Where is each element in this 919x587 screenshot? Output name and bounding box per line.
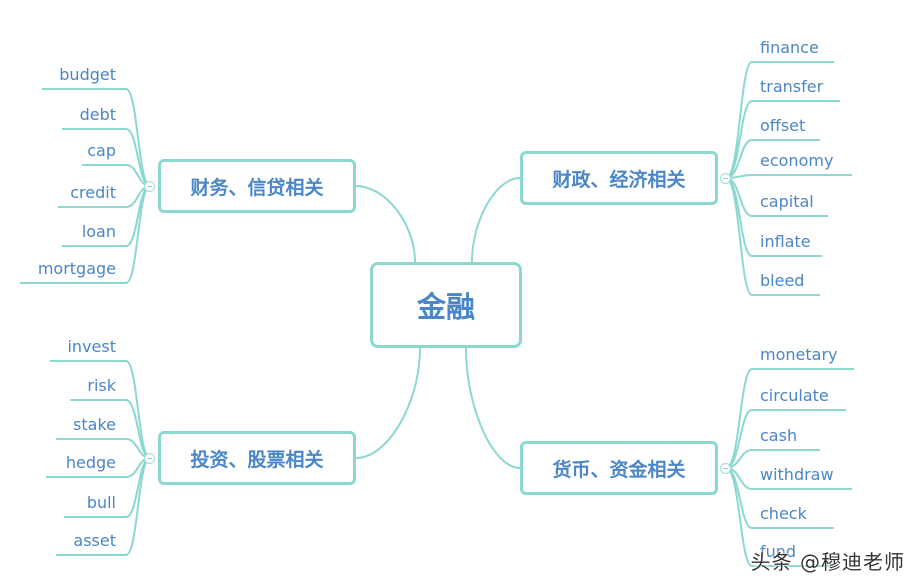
branch-connector [471,177,521,263]
leaf-topic[interactable]: cash [760,426,798,445]
leaf-topic[interactable]: budget [59,65,116,84]
leaf-topic[interactable]: capital [760,192,814,211]
leaf-topic[interactable]: transfer [760,77,824,96]
collapse-minus-icon[interactable] [144,453,155,464]
leaf-topic[interactable]: debt [79,105,116,124]
leaf-connector [725,100,840,179]
leaf-topic[interactable]: stake [73,415,116,434]
branch-finance-credit[interactable]: 财务、信贷相关 [158,159,356,213]
leaf-topic[interactable]: withdraw [760,465,834,484]
leaf-topic[interactable]: bleed [760,271,805,290]
leaf-topic[interactable]: inflate [760,232,811,251]
leaf-connector [725,174,852,179]
leaf-topic[interactable]: risk [87,376,116,395]
leaf-topic[interactable]: fund [760,542,797,561]
leaf-topic[interactable]: offset [760,116,806,135]
leaf-topic[interactable]: economy [760,151,834,170]
branch-investment-stock[interactable]: 投资、股票相关 [158,431,356,485]
leaf-topic[interactable]: asset [73,531,116,550]
leaf-topic[interactable]: credit [70,183,116,202]
branch-connector [355,185,416,263]
leaf-topic[interactable]: hedge [65,453,116,472]
branch-connector [465,347,521,469]
leaf-topic[interactable]: bull [86,493,116,512]
leaf-topic[interactable]: circulate [760,386,829,405]
collapse-minus-icon[interactable] [720,173,731,184]
branch-currency-funds[interactable]: 货币、资金相关 [520,441,718,495]
branch-fiscal-economy[interactable]: 财政、经济相关 [520,151,718,205]
leaf-connector [725,467,834,567]
collapse-minus-icon[interactable] [720,463,731,474]
leaf-topic[interactable]: invest [67,337,116,356]
leaf-topic[interactable]: loan [81,222,116,241]
watermark: 头条 @穆迪老师 [750,550,905,574]
branch-connector [355,347,421,459]
leaf-connector [725,61,834,179]
leaf-connector [725,177,820,296]
collapse-minus-icon[interactable] [144,181,155,192]
leaf-topic[interactable]: finance [760,38,819,57]
leaf-connector [725,368,854,469]
central-topic[interactable]: 金融 [370,262,522,348]
leaf-topic[interactable]: check [760,504,807,523]
leaf-topic[interactable]: monetary [760,345,838,364]
leaf-topic[interactable]: cap [87,141,116,160]
leaf-topic[interactable]: mortgage [37,259,116,278]
